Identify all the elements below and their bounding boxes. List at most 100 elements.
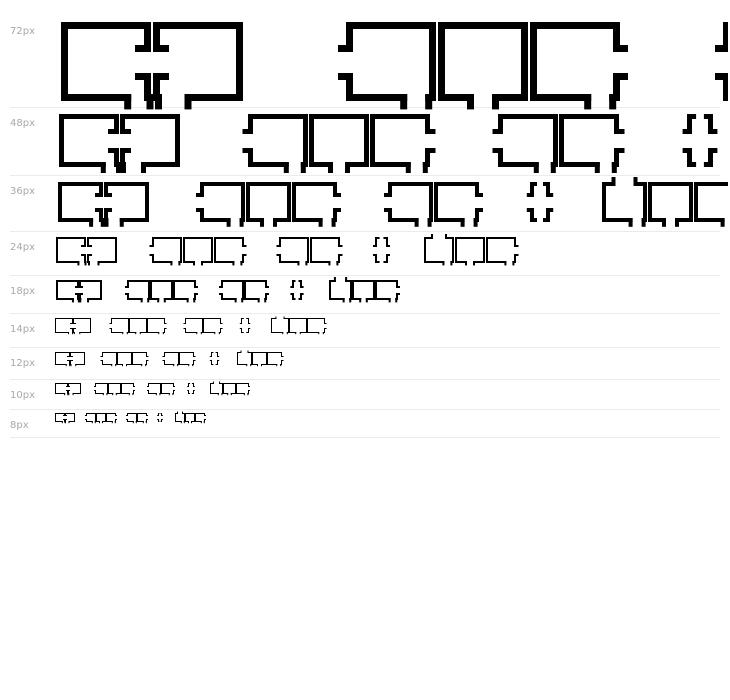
glyph-wall	[168, 393, 170, 396]
glyph-wall	[135, 45, 151, 52]
glyph-wall	[64, 393, 66, 396]
glyph-wall	[161, 419, 163, 420]
glyph-wall	[232, 261, 235, 266]
glyph-wall	[247, 350, 249, 353]
glyph-wall	[338, 237, 340, 247]
glyph-room-door-bottom	[289, 318, 307, 335]
glyph-wall	[96, 413, 97, 422]
glyph-wall	[146, 356, 149, 357]
glyph-wall	[352, 298, 362, 300]
glyph-wall	[152, 254, 154, 263]
glyph-wall	[70, 360, 73, 361]
glyph-wall	[218, 332, 220, 335]
glyph-wall	[155, 393, 157, 396]
glyph-wall	[329, 298, 345, 300]
glyph-wall	[171, 280, 173, 300]
glyph-wall	[161, 383, 162, 394]
glyph-wall	[221, 298, 237, 300]
glyph-wall	[613, 22, 620, 52]
glyph-wall	[526, 193, 534, 197]
sample-glyphs	[55, 316, 327, 335]
size-label: 18px	[10, 286, 35, 297]
glyph-wall	[275, 316, 277, 319]
preview-row-48: 48px	[10, 107, 720, 176]
glyph-wall	[286, 332, 289, 333]
glyph-wall	[210, 393, 219, 394]
glyph-wall	[86, 421, 93, 422]
glyph-room-door-right	[56, 237, 87, 266]
glyph-wall	[59, 114, 119, 119]
glyph-wall	[200, 182, 245, 186]
glyph-wall	[235, 383, 236, 394]
glyph-wall	[210, 383, 214, 384]
glyph-wall	[68, 421, 70, 424]
glyph-wall	[220, 323, 223, 324]
glyph-room-door-right-out	[203, 318, 223, 335]
glyph-wall	[239, 218, 244, 227]
glyph-wall	[292, 182, 296, 222]
glyph-wall	[157, 298, 160, 303]
glyph-wall	[175, 114, 180, 167]
glyph-wall	[492, 148, 503, 153]
glyph-wall	[55, 413, 56, 422]
glyph-wall	[188, 364, 190, 367]
glyph-wall	[133, 390, 135, 391]
glyph-wall	[119, 218, 124, 227]
glyph-wall	[147, 318, 148, 333]
glyph-wall	[136, 413, 137, 422]
glyph-wall	[613, 73, 628, 80]
glyph-wall	[242, 129, 253, 134]
glyph-wall	[310, 237, 312, 263]
glyph-wall	[504, 261, 507, 266]
preview-row-72: 72px	[10, 10, 728, 110]
glyph-wall	[300, 162, 306, 173]
glyph-wall	[227, 393, 229, 396]
glyph-wall	[56, 298, 74, 300]
glyph-wall	[146, 360, 149, 361]
glyph-wall	[236, 22, 243, 101]
glyph-wall	[643, 182, 647, 222]
glyph-wall	[55, 352, 56, 365]
glyph-wall	[250, 364, 252, 367]
glyph-wall	[375, 280, 398, 282]
glyph-wall	[550, 162, 556, 173]
glyph-wall	[70, 360, 71, 365]
glyph-wall	[386, 245, 390, 247]
glyph-wall	[175, 413, 178, 414]
glyph-wall	[161, 419, 162, 422]
glyph-wall	[246, 318, 249, 319]
glyph-wall	[63, 415, 65, 416]
glyph-wall	[148, 393, 157, 394]
glyph-wall	[102, 352, 117, 353]
glyph-wall	[526, 208, 534, 212]
glyph-wall	[157, 419, 159, 420]
glyph-wall	[584, 94, 592, 110]
glyph-wall	[288, 318, 289, 333]
glyph-wall	[345, 277, 348, 282]
glyph-wall	[163, 298, 166, 303]
glyph-wall	[388, 182, 392, 197]
glyph-wall	[115, 419, 117, 420]
glyph-wall	[75, 364, 77, 367]
glyph-wall	[200, 218, 231, 222]
glyph-wall	[248, 328, 251, 329]
glyph-wall	[173, 386, 175, 387]
glyph-room-door-left-out	[125, 280, 150, 303]
glyph-wall	[322, 332, 324, 335]
glyph-wall	[120, 114, 180, 119]
glyph-wall	[350, 280, 352, 300]
glyph-wall	[115, 393, 121, 394]
glyph-wall	[99, 182, 103, 197]
glyph-wall	[68, 386, 70, 387]
glyph-wall	[87, 298, 90, 303]
glyph-wall	[179, 364, 190, 365]
glyph-room-door-left	[65, 413, 75, 424]
glyph-wall	[185, 332, 198, 333]
glyph-wall	[215, 364, 218, 365]
glyph-wall	[395, 298, 398, 303]
glyph-wall	[112, 393, 114, 396]
glyph-wall	[72, 332, 74, 335]
glyph-wall	[86, 413, 87, 416]
glyph-wall	[147, 386, 149, 387]
glyph-wall	[132, 352, 133, 365]
